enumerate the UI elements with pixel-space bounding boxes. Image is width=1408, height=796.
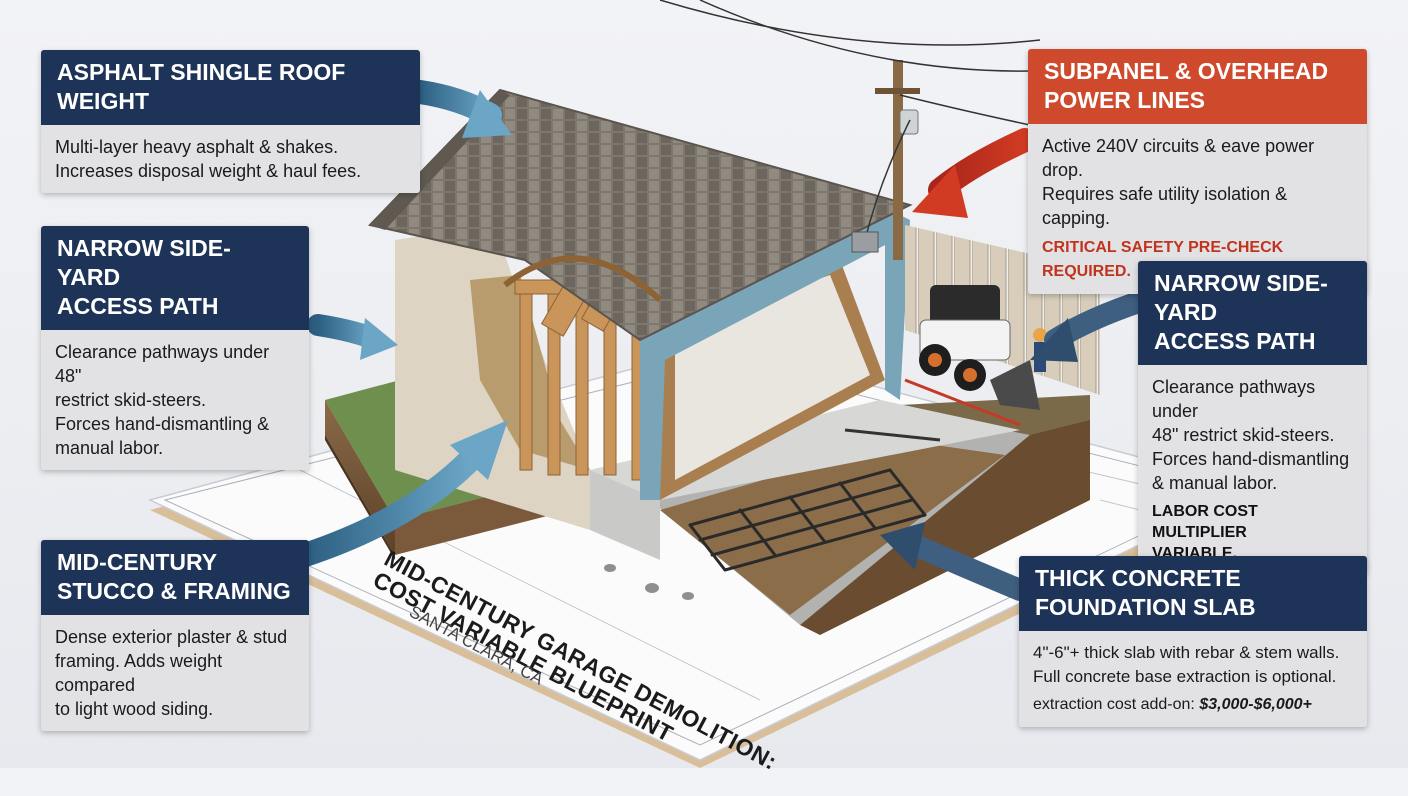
power-callout-title: SUBPANEL & OVERHEAD POWER LINES [1028,49,1367,124]
roof-callout-line: Multi-layer heavy asphalt & shakes. [55,137,339,157]
slab-callout-title-line: THICK CONCRETE [1035,565,1241,591]
access-right-arrow [1030,289,1156,362]
access-right-callout-title-line: ACCESS PATH [1154,328,1316,354]
stucco-callout-line: Dense exterior plaster & stud [55,627,288,647]
utility-pole [659,0,1061,260]
rocks [604,564,694,600]
access-right-callout-note-line: LABOR COST MULTIPLIER [1152,503,1258,541]
stucco-callout: MID-CENTURY STUCCO & FRAMING Dense exter… [41,540,309,731]
access-right-callout-line: 48" restrict skid-steers. [1152,425,1335,445]
access-left-callout-title: NARROW SIDE-YARD ACCESS PATH [41,226,309,330]
slab-callout-cost: extraction cost add-on: $3,000-$6,000+ [1033,693,1353,717]
access-right-callout: NARROW SIDE-YARD ACCESS PATH Clearance p… [1138,261,1367,574]
slab-callout-line: 4"-6"+ thick slab with rebar & stem wall… [1033,643,1340,662]
access-left-callout-title-line: ACCESS PATH [57,293,219,319]
access-left-callout-line: restrict skid-steers. [55,390,207,410]
rebar-grid [688,468,927,572]
stucco-callout-title-line: STUCCO & FRAMING [57,578,291,604]
access-left-callout-line: Clearance pathways under 48" [55,342,270,386]
slab-callout-title: THICK CONCRETE FOUNDATION SLAB [1019,556,1367,631]
slab-cost-label: extraction cost add-on: [1033,696,1195,713]
access-right-callout-note: LABOR COST MULTIPLIER VARIABLE. [1152,501,1353,564]
access-left-callout-line: manual labor. [55,438,164,458]
power-callout-title-line: POWER LINES [1044,87,1206,113]
access-left-callout: NARROW SIDE-YARD ACCESS PATH Clearance p… [41,226,309,470]
access-left-callout-line: Forces hand-dismantling & [55,414,270,434]
access-right-callout-title: NARROW SIDE-YARD ACCESS PATH [1138,261,1367,365]
slab-arrow [880,522,1031,601]
power-callout: SUBPANEL & OVERHEAD POWER LINES Active 2… [1028,49,1367,294]
power-callout-warning: CRITICAL SAFETY PRE-CHECK REQUIRED. [1042,239,1284,280]
power-callout-line: Active 240V circuits & eave power drop. [1042,136,1315,180]
power-arrow [912,128,1037,218]
access-left-callout-title-line: NARROW SIDE-YARD [57,235,231,290]
stucco-callout-title: MID-CENTURY STUCCO & FRAMING [41,540,309,615]
stucco-callout-title-line: MID-CENTURY [57,549,218,575]
stucco-callout-line: framing. Adds weight compared [55,651,223,695]
access-right-callout-line: Clearance pathways under [1152,377,1316,421]
roof-callout-title: ASPHALT SHINGLE ROOF WEIGHT [41,50,420,125]
slab-callout-title-line: FOUNDATION SLAB [1035,594,1256,620]
access-right-callout-title-line: NARROW SIDE-YARD [1154,270,1328,325]
garage-opening [640,205,910,500]
access-right-callout-line: & manual labor. [1152,473,1278,493]
roof-arrow [408,80,512,138]
slab-cost-value: $3,000-$6,000+ [1199,696,1312,713]
stucco-callout-line: to light wood siding. [55,699,214,719]
slab-callout: THICK CONCRETE FOUNDATION SLAB 4"-6"+ th… [1019,556,1367,727]
access-right-callout-line: Forces hand-dismantling [1152,449,1350,469]
stucco-arrow [293,420,508,567]
roof-callout: ASPHALT SHINGLE ROOF WEIGHT Multi-layer … [41,50,420,193]
access-left-arrow [307,314,398,360]
roof-callout-line: Increases disposal weight & haul fees. [55,161,362,181]
power-callout-title-line: SUBPANEL & OVERHEAD [1044,58,1329,84]
skid-steer [904,285,1047,427]
slab-callout-line: Full concrete base extraction is optiona… [1033,667,1337,686]
garage-illustration [147,0,1265,768]
power-callout-line: Requires safe utility isolation & cappin… [1042,184,1288,228]
